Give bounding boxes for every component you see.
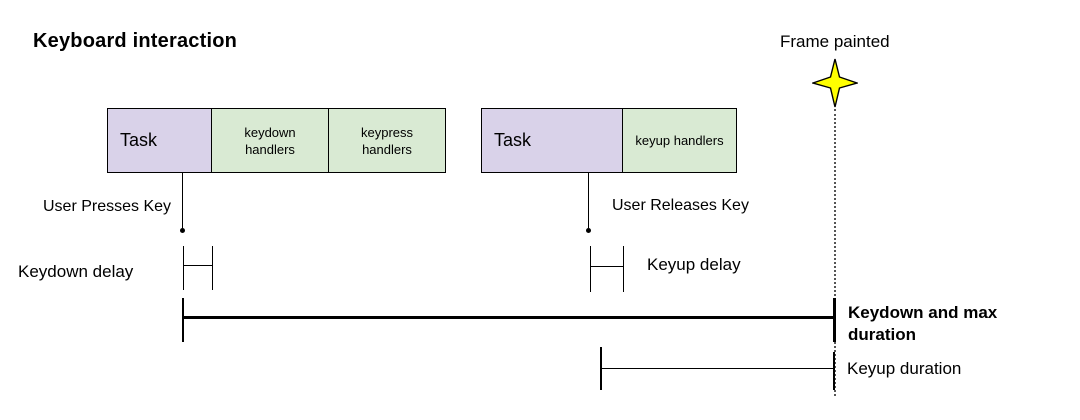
keypress-handlers-box: keypress handlers <box>328 108 446 173</box>
frame-painted-star-icon <box>812 58 858 108</box>
keyup-delay-marker-start <box>590 246 591 292</box>
keydown-handlers-label: keydown handlers <box>244 124 296 157</box>
key-press-arrow-dot <box>180 228 185 233</box>
keydown-delay-marker-bar <box>183 265 213 266</box>
keydown-handlers-box: keydown handlers <box>211 108 329 173</box>
user-releases-key-label: User Releases Key <box>612 197 749 214</box>
keyup-duration-end-cap <box>833 352 835 390</box>
keydown-max-duration-start-cap <box>182 298 184 342</box>
keydown-delay-label: Keydown delay <box>18 262 134 281</box>
keydown-delay-marker-start <box>183 246 184 290</box>
frame-painted-timeline <box>834 109 836 396</box>
keydown-task-box: Task <box>107 108 212 173</box>
keydown-delay-marker-end <box>212 246 213 290</box>
keyup-task-box: Task <box>481 108 623 173</box>
key-release-arrow-line <box>588 173 589 228</box>
page-title: Keyboard interaction <box>33 30 238 52</box>
keyup-handlers-box: keyup handlers <box>622 108 737 173</box>
keypress-handlers-label: keypress handlers <box>360 124 414 157</box>
keyup-handlers-label: keyup handlers <box>635 133 724 148</box>
keyup-duration-start-cap <box>600 347 602 390</box>
keydown-max-duration-label: Keydown and max duration <box>848 303 998 344</box>
frame-painted-label: Frame painted <box>780 32 890 51</box>
keyup-delay-marker-bar <box>590 266 624 267</box>
keydown-max-duration-line <box>183 316 835 319</box>
key-release-arrow-dot <box>586 228 591 233</box>
keyup-delay-label: Keyup delay <box>647 255 741 274</box>
keyup-task-label: Task <box>494 130 532 150</box>
keydown-max-duration-end-cap <box>833 298 836 342</box>
keyup-duration-label: Keyup duration <box>847 359 962 378</box>
keyup-duration-line <box>601 368 835 369</box>
keydown-task-label: Task <box>120 130 158 150</box>
key-press-arrow-line <box>182 173 183 228</box>
keyup-delay-marker-end <box>623 246 624 292</box>
user-presses-key-label: User Presses Key <box>43 198 172 215</box>
